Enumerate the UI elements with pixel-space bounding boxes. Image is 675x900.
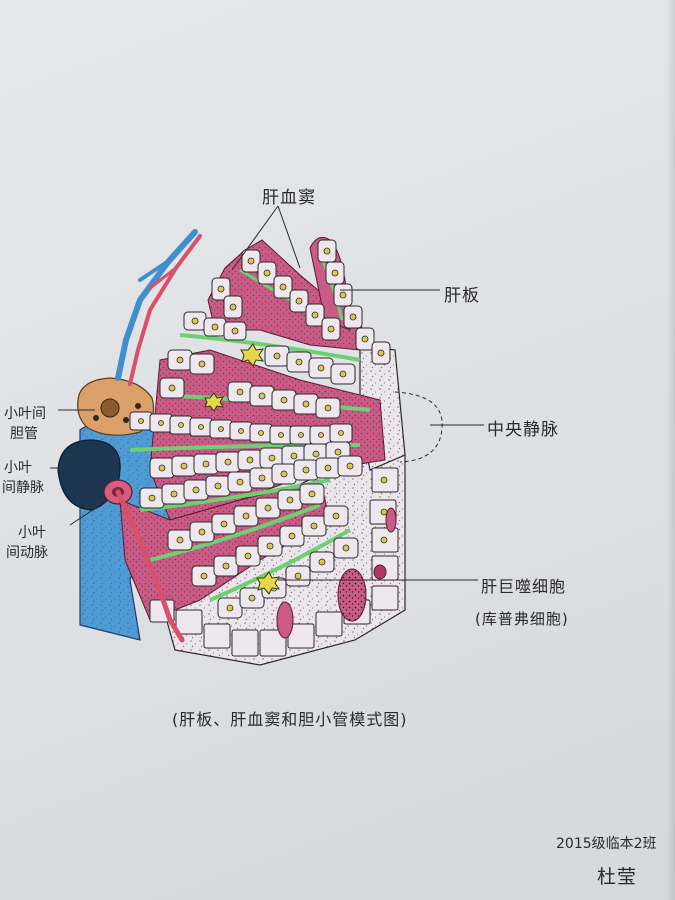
label-central-vein: 中央静脉 (487, 420, 559, 440)
paper-edge-shadow (667, 0, 675, 900)
central-vein-outline (394, 391, 443, 463)
vessel-branches (115, 229, 202, 386)
hepatocyte-nuclei (138, 247, 388, 612)
label-kupffer-cell: 肝巨噬细胞 (481, 577, 567, 596)
front-sinusoid-lumens (276, 507, 397, 639)
author-class: 2015级临本2班 (556, 836, 657, 852)
label-kupffer-cell-alias: (库普弗细胞) (475, 610, 569, 628)
label-interlobular-artery-line2: 间动脉 (6, 545, 48, 561)
artery-branch (115, 489, 185, 643)
diagram-caption: (肝板、肝血窦和胆小管模式图) (172, 710, 408, 729)
label-interlobular-artery-line1: 小叶 (18, 525, 46, 541)
kupffer-cells (204, 343, 281, 595)
label-hepatic-sinusoid: 肝血窦 (262, 188, 316, 208)
label-interlobular-vein-line1: 小叶 (4, 460, 32, 476)
author-name: 杜莹 (597, 866, 638, 888)
label-hepatic-plate: 肝板 (444, 286, 480, 306)
leader-lines (50, 205, 484, 581)
label-bile-duct-line1: 小叶间 (4, 406, 46, 422)
label-interlobular-vein-line2: 间静脉 (2, 480, 44, 496)
label-bile-duct-line2: 胆管 (10, 426, 38, 442)
